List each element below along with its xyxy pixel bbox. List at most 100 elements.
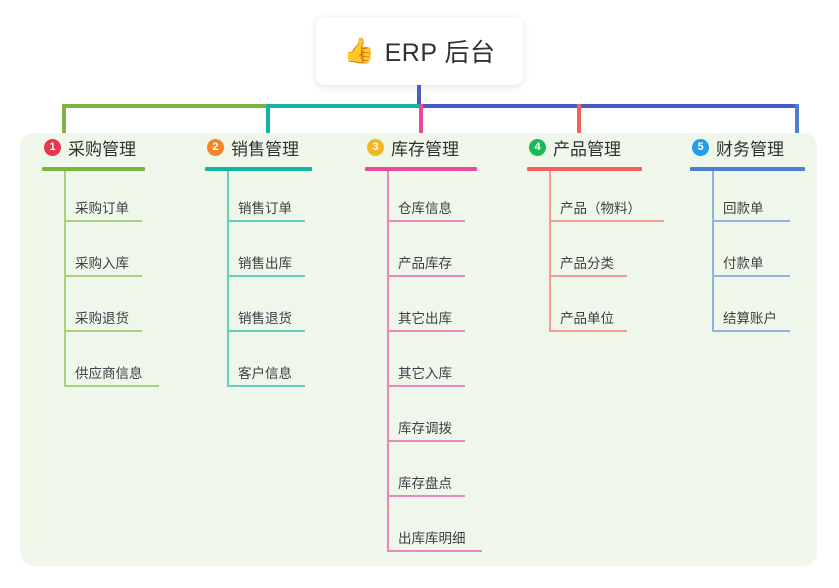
green-segment (62, 104, 268, 108)
list-item-label: 供应商信息 (75, 366, 143, 381)
list-item-label: 产品（物料） (560, 201, 641, 216)
column-header-product[interactable]: 4 产品管理 (527, 133, 642, 161)
column-accent-rule (42, 167, 145, 171)
list-item[interactable]: 采购订单 (42, 171, 145, 226)
column-number-badge: 3 (367, 138, 384, 156)
list-item-label: 库存盘点 (398, 476, 452, 491)
list-item-rule (549, 330, 627, 332)
column-number-badge: 5 (692, 138, 709, 156)
list-item-rule (64, 275, 142, 277)
list-item[interactable]: 仓库信息 (365, 171, 477, 226)
list-item[interactable]: 产品分类 (527, 226, 642, 281)
column-spine (64, 171, 66, 385)
list-item[interactable]: 产品（物料） (527, 171, 664, 226)
list-item[interactable]: 出库库明细 (365, 501, 482, 556)
list-item-rule (387, 440, 465, 442)
column-number-badge: 2 (207, 138, 224, 156)
drop-product (577, 104, 581, 154)
list-item[interactable]: 结算账户 (690, 281, 805, 336)
column-finance: 5 财务管理回款单付款单结算账户 (690, 133, 805, 336)
list-item-label: 销售退货 (238, 311, 292, 326)
column-header-finance[interactable]: 5 财务管理 (690, 133, 805, 161)
list-item[interactable]: 产品库存 (365, 226, 477, 281)
list-item-label: 采购订单 (75, 201, 129, 216)
list-item-label: 产品分类 (560, 256, 614, 271)
column-product: 4 产品管理产品（物料） 产品分类产品单位 (527, 133, 664, 336)
column-spine (387, 171, 389, 550)
column-accent-rule (365, 167, 477, 171)
list-item-label: 产品单位 (560, 311, 614, 326)
list-item[interactable]: 产品单位 (527, 281, 642, 336)
column-spine (227, 171, 229, 385)
list-item[interactable]: 销售订单 (205, 171, 312, 226)
root-title: ERP 后台 (384, 39, 496, 67)
teal-segment (266, 104, 421, 108)
list-item-rule (712, 220, 790, 222)
root-node-card[interactable]: 👍 ERP 后台 (316, 17, 523, 85)
list-item[interactable]: 其它出库 (365, 281, 477, 336)
list-item-label: 回款单 (723, 201, 764, 216)
drop-finance (795, 104, 799, 154)
list-item-rule (64, 385, 159, 387)
list-item[interactable]: 库存调拨 (365, 391, 477, 446)
thumbs-up-icon: 👍 (343, 36, 375, 65)
list-item-label: 库存调拨 (398, 421, 452, 436)
column-title: 销售管理 (231, 139, 299, 159)
list-item[interactable]: 销售退货 (205, 281, 312, 336)
column-item-list-purchase: 采购订单采购入库采购退货供应商信息 (42, 171, 159, 391)
column-title: 财务管理 (716, 139, 784, 159)
list-item-rule (549, 275, 627, 277)
list-item-rule (387, 330, 465, 332)
drop-inventory (419, 104, 423, 154)
column-container: 1 采购管理采购订单采购入库采购退货供应商信息 2 销售管理销售订单销售出库销售退货客… (20, 133, 817, 566)
list-item[interactable]: 供应商信息 (42, 336, 159, 391)
column-header-purchase[interactable]: 1 采购管理 (42, 133, 145, 161)
column-title: 采购管理 (68, 139, 136, 159)
list-item[interactable]: 采购入库 (42, 226, 145, 281)
column-sales: 2 销售管理销售订单销售出库销售退货客户信息 (205, 133, 312, 391)
column-accent-rule (690, 167, 805, 171)
column-header-inventory[interactable]: 3 库存管理 (365, 133, 477, 161)
list-item-label: 其它出库 (398, 311, 452, 326)
list-item[interactable]: 采购退货 (42, 281, 145, 336)
list-item-label: 客户信息 (238, 366, 292, 381)
list-item[interactable]: 付款单 (690, 226, 805, 281)
column-accent-rule (527, 167, 642, 171)
list-item[interactable]: 其它入库 (365, 336, 477, 391)
column-header-sales[interactable]: 2 销售管理 (205, 133, 312, 161)
column-item-list-sales: 销售订单销售出库销售退货客户信息 (205, 171, 312, 391)
list-item-rule (387, 220, 465, 222)
list-item-rule (549, 220, 664, 222)
list-item-rule (64, 330, 142, 332)
list-item-label: 销售出库 (238, 256, 292, 271)
trunk-connector-line (417, 85, 421, 106)
list-item-rule (64, 220, 142, 222)
list-item[interactable]: 库存盘点 (365, 446, 477, 501)
list-item-rule (387, 275, 465, 277)
drop-purchase (62, 104, 66, 154)
list-item-rule (712, 275, 790, 277)
column-spine (712, 171, 714, 330)
list-item-label: 销售订单 (238, 201, 292, 216)
list-item[interactable]: 客户信息 (205, 336, 312, 391)
column-number-badge: 1 (44, 138, 61, 156)
column-title: 产品管理 (553, 139, 621, 159)
column-accent-rule (205, 167, 312, 171)
column-number-badge: 4 (529, 138, 546, 156)
column-inventory: 3 库存管理仓库信息产品库存其它出库其它入库库存调拨库存盘点出库库明细 (365, 133, 482, 556)
column-spine (549, 171, 551, 330)
list-item-label: 采购入库 (75, 256, 129, 271)
list-item-label: 出库库明细 (398, 531, 466, 546)
blue-segment (419, 104, 799, 108)
list-item-label: 其它入库 (398, 366, 452, 381)
column-title: 库存管理 (391, 139, 459, 159)
drop-sales (266, 104, 270, 154)
list-item-label: 结算账户 (723, 311, 777, 326)
column-item-list-product: 产品（物料） 产品分类产品单位 (527, 171, 664, 336)
list-item-label: 付款单 (723, 256, 764, 271)
list-item[interactable]: 销售出库 (205, 226, 312, 281)
column-purchase: 1 采购管理采购订单采购入库采购退货供应商信息 (42, 133, 159, 391)
list-item-rule (387, 385, 465, 387)
list-item-rule (227, 275, 305, 277)
list-item[interactable]: 回款单 (690, 171, 805, 226)
